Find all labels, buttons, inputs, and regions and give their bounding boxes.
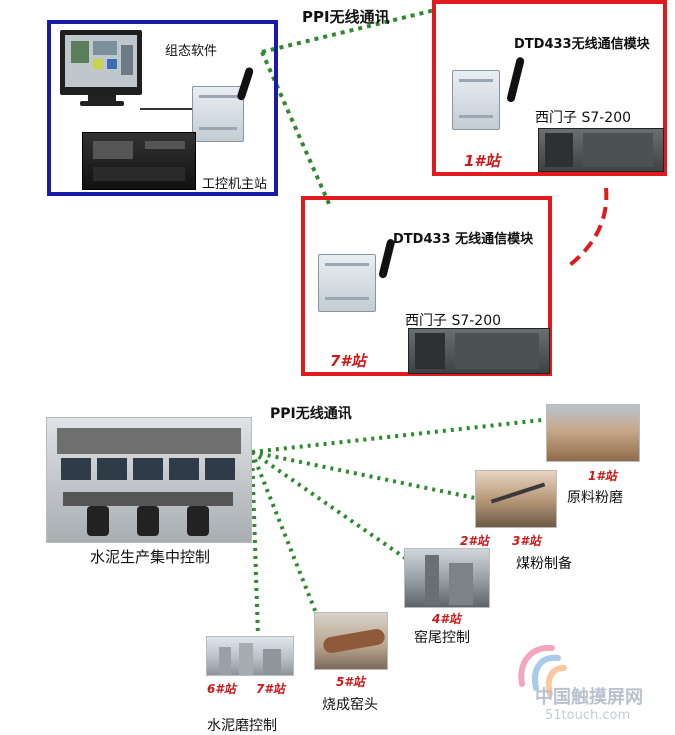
software-label: 组态软件 <box>165 44 218 59</box>
site-4-name: 窑尾控制 <box>414 630 470 646</box>
cable <box>140 108 195 110</box>
top-link-label: PPI无线通讯 <box>302 8 390 26</box>
monitor <box>60 30 142 95</box>
plc-1 <box>538 128 664 172</box>
radio-module-1 <box>452 70 500 130</box>
site-23-photo <box>475 470 557 528</box>
site-1-name: 原料粉磨 <box>567 490 623 506</box>
site-5-name: 烧成窑头 <box>322 697 378 713</box>
watermark-brand: 中国触摸屏网 <box>535 687 643 708</box>
wireless-link-main-to-1 <box>261 8 436 54</box>
watermark-url: 51touch.com <box>545 708 631 723</box>
watermark-logo <box>518 644 567 697</box>
station-7-plc-label: 西门子 S7-200 <box>405 313 502 329</box>
station-1-tag: 1#站 <box>464 152 500 170</box>
site-5-tag: 5#站 <box>336 675 365 689</box>
station-1-plc-label: 西门子 S7-200 <box>535 110 632 126</box>
site-67-photo <box>206 636 294 676</box>
wireless-link-site-1 <box>251 418 543 454</box>
station-7-frame <box>301 196 552 376</box>
central-control-label: 水泥生产集中控制 <box>90 548 211 566</box>
wireless-link-1-to-7 <box>564 187 609 270</box>
site-7-tag: 7#站 <box>256 682 285 696</box>
radio-module-main <box>192 86 244 142</box>
control-room-photo <box>46 417 252 543</box>
site-6-tag: 6#站 <box>207 682 236 696</box>
scada-screen <box>65 35 137 87</box>
site-4-tag: 4#站 <box>432 612 461 626</box>
main-station-frame <box>47 20 278 196</box>
wireless-link-site-23 <box>251 450 476 500</box>
host-label: 工控机主站 <box>202 177 268 192</box>
site-1-tag: 1#站 <box>588 469 617 483</box>
bottom-link-label: PPI无线通讯 <box>270 406 352 422</box>
monitor-base <box>80 101 124 106</box>
industrial-pc <box>82 132 196 190</box>
site-4-photo <box>404 548 490 608</box>
station-7-tag: 7#站 <box>330 352 366 370</box>
station-1-module-label: DTD433无线通信模块 <box>514 37 650 52</box>
site-5-photo <box>314 612 388 670</box>
station-7-module-label: DTD433 无线通信模块 <box>393 232 534 247</box>
wireless-link-site-5 <box>250 451 320 619</box>
site-2-tag: 2#站 <box>460 534 489 548</box>
monitor-stand <box>88 95 116 101</box>
site-1-photo <box>546 404 640 462</box>
wireless-link-site-67 <box>250 451 260 637</box>
station-1-frame <box>432 0 667 176</box>
site-23-name: 煤粉制备 <box>516 556 572 572</box>
wireless-link-main-to-7 <box>260 51 332 207</box>
site-67-name: 水泥磨控制 <box>207 718 277 734</box>
radio-module-7 <box>318 254 376 312</box>
plc-7 <box>408 328 550 374</box>
site-3-tag: 3#站 <box>512 534 541 548</box>
